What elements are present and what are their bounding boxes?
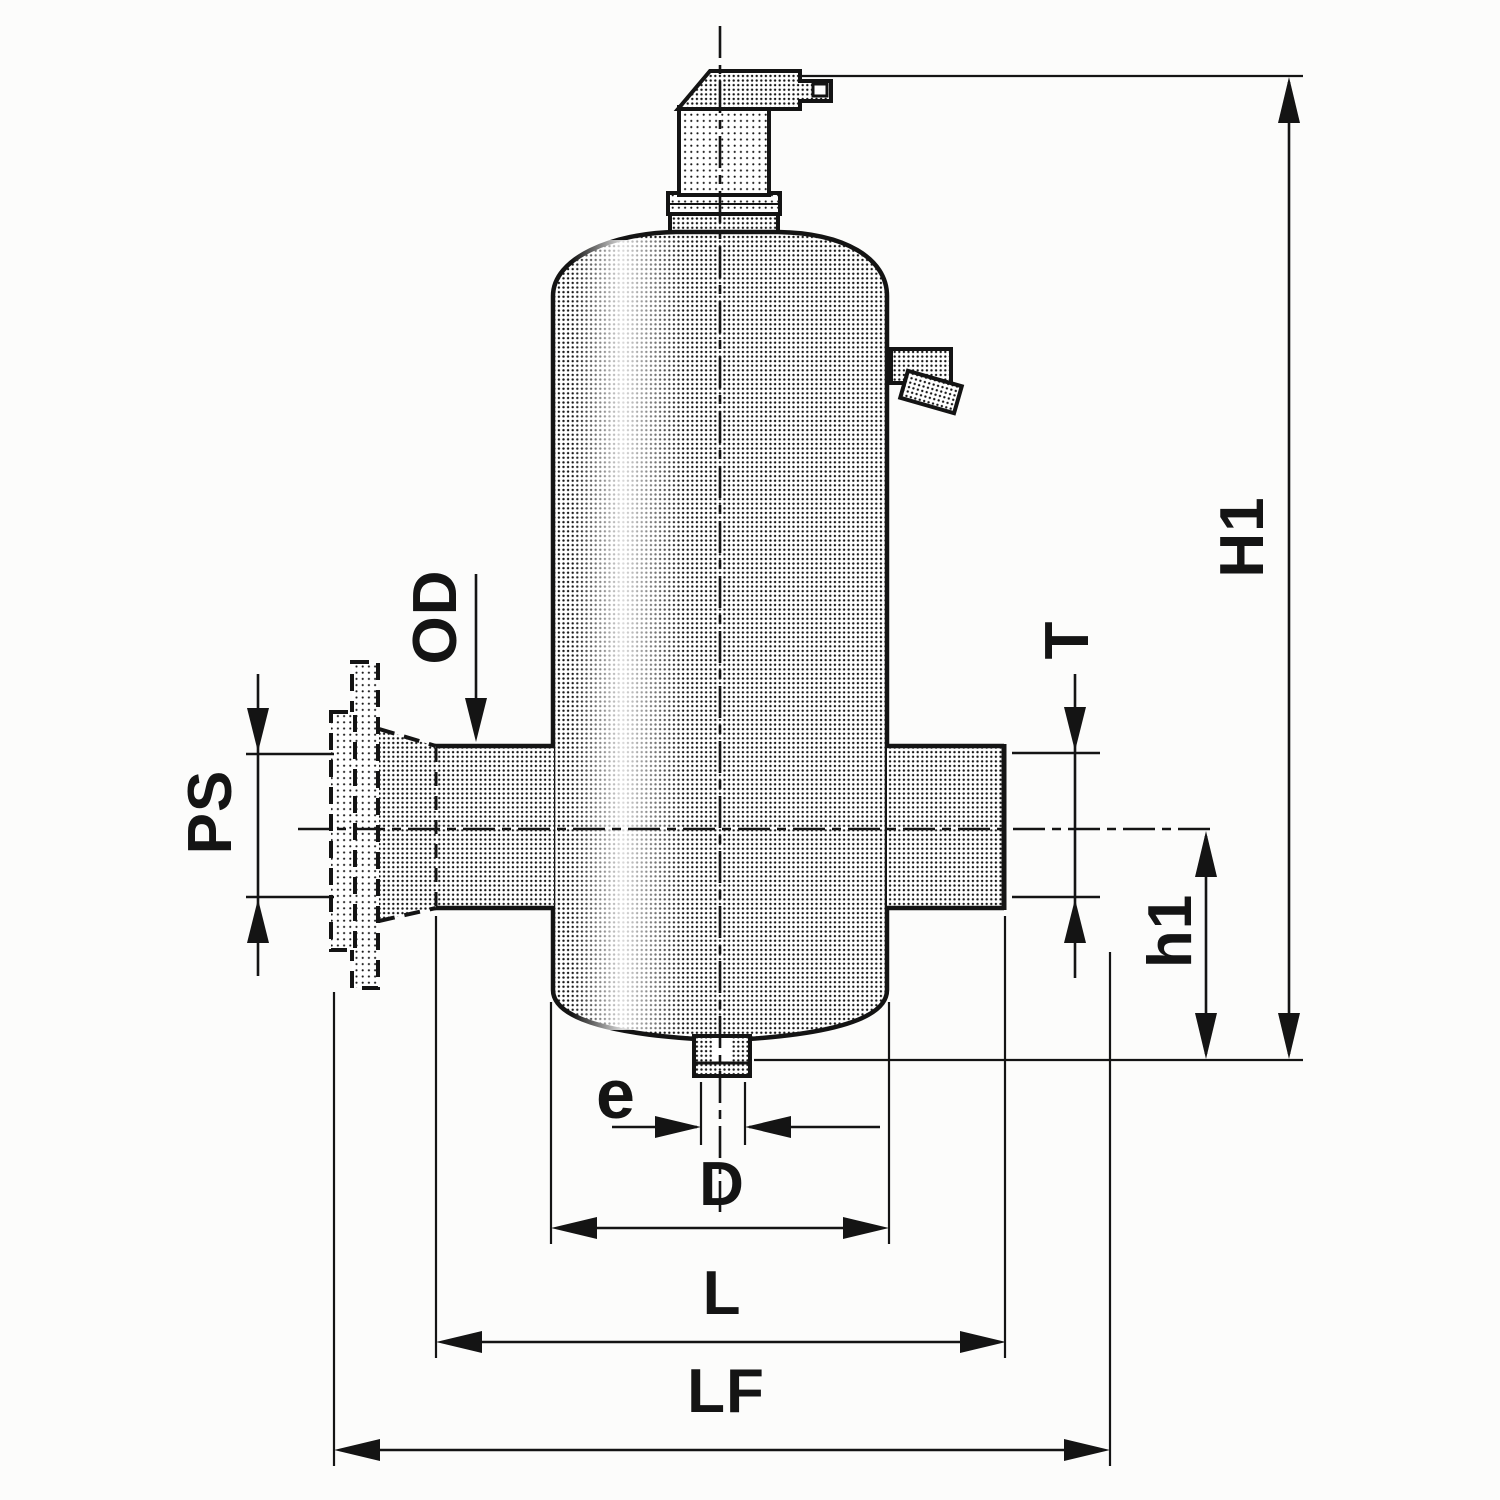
vessel-highlight [572,240,684,1030]
vent-head [673,69,833,111]
dimension-label-T: T [1033,620,1102,660]
dimension-D [551,1217,889,1239]
arrowhead [1064,899,1086,943]
dimension-label-D: D [699,1150,745,1219]
dimension-e [612,1116,880,1138]
left-taper-bottom-hidden [378,906,437,923]
dimension-label-PS: PS [176,769,245,855]
vent-neck [677,105,771,197]
dimension-lines [247,77,1300,1461]
arrowhead [334,1439,380,1461]
arrowhead [1278,1013,1300,1059]
vent-spout-hole [811,82,829,98]
arrowhead [247,708,269,752]
arrowhead [745,1116,791,1138]
side-drain-cock [889,347,965,416]
dimension-L [436,1331,1006,1353]
left-pipe-fill [434,748,554,906]
right-connection [887,743,1007,911]
arrowhead [655,1116,701,1138]
dimension-LF [334,1439,1110,1461]
flange-face-hidden [329,710,357,952]
dimension-T [1064,674,1086,978]
left-taper-fill [379,729,436,921]
dimension-label-OD: OD [401,569,470,665]
dimension-H1 [1278,77,1300,1059]
side-drain-spout [897,368,965,416]
arrowhead [843,1217,889,1239]
arrowhead [1064,1439,1110,1461]
dimension-label-h1: h1 [1136,893,1205,969]
arrowhead [436,1331,482,1353]
arrowhead [1064,707,1086,751]
centerlines [298,26,1214,1212]
right-pipe-fill [887,748,1004,906]
arrowhead [1195,831,1217,877]
dimension-OD [465,574,487,742]
arrowhead [1195,1013,1217,1059]
drain-plug-slot [712,1038,732,1064]
left-connection [329,660,554,990]
arrowhead [960,1331,1006,1353]
dimension-h1 [1195,831,1217,1059]
dimension-label-LF: LF [687,1357,765,1426]
air-vent [666,69,833,240]
dimension-label-e: e [596,1055,636,1133]
extension-lines [332,74,1303,1466]
arrowhead [1278,77,1300,123]
arrowhead [247,899,269,943]
left-taper-top-hidden [378,727,437,748]
arrowhead [551,1217,597,1239]
dimension-label-H1: H1 [1208,496,1277,578]
dimension-label-L: L [702,1259,742,1328]
bottom-drain-plug [692,1034,752,1078]
arrowhead [465,698,487,742]
dimension-PS [247,674,269,976]
tick-lines [246,751,1100,899]
